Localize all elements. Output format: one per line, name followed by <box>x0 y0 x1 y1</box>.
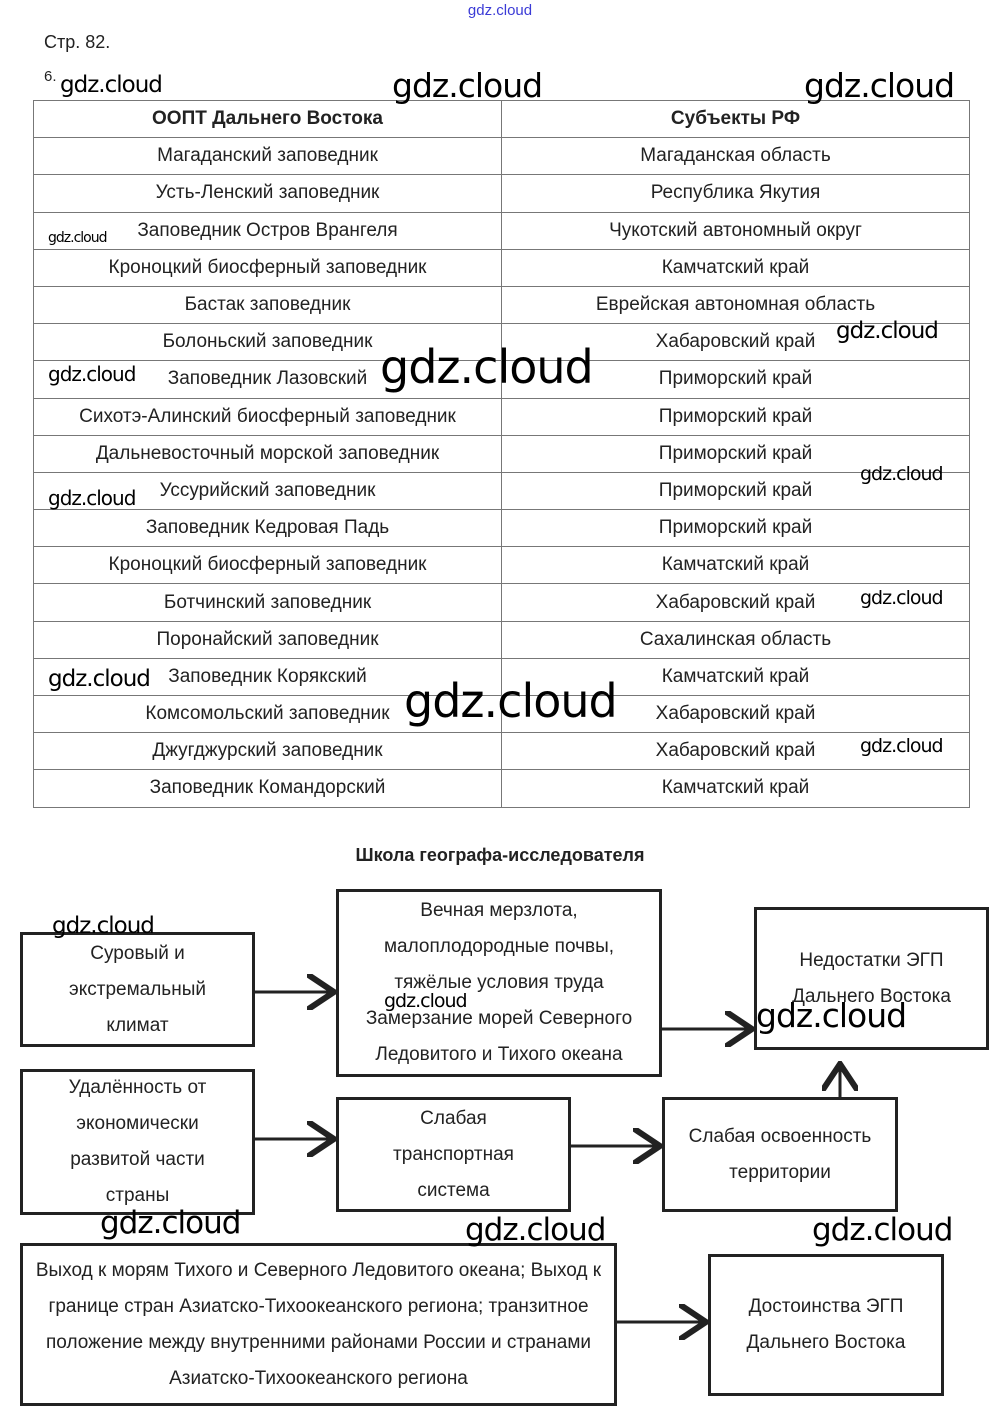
subject-cell: Приморский край <box>501 434 970 473</box>
reserve-cell: Ботчинский заповедник <box>33 583 502 622</box>
watermark: gdz.cloud <box>384 990 468 1012</box>
subject-cell: Республика Якутия <box>501 174 970 213</box>
subject-cell: Хабаровский край <box>501 732 970 771</box>
box-access: Выход к морям Тихого и Северного Ледовит… <box>20 1243 617 1406</box>
reserve-cell: Бастак заповедник <box>33 285 502 325</box>
reserves-table: ООПТ Дальнего Востока Субъекты РФ Магада… <box>33 99 970 808</box>
box-climate: Суровый и экстремальный климат <box>20 932 255 1047</box>
watermark: gdz.cloud <box>404 674 618 728</box>
subject-cell: Хабаровский край <box>501 583 970 622</box>
subject-cell: Хабаровский край <box>501 694 970 734</box>
subject-cell: Приморский край <box>501 397 970 436</box>
watermark: gdz.cloud <box>812 1212 953 1248</box>
watermark: gdz.cloud <box>860 587 944 609</box>
watermark: gdz.cloud <box>380 340 594 394</box>
watermark: gdz.cloud <box>804 66 955 105</box>
subject-cell: Приморский край <box>501 509 970 548</box>
box-advantages-text: Достоинства ЭГП Дальнего Востока <box>746 1296 906 1353</box>
box-remoteness-text: Удалённость от экономически развитой час… <box>68 1077 207 1206</box>
watermark: gdz.cloud <box>48 230 107 246</box>
task-number: 6. <box>44 68 57 85</box>
watermark: gdz.cloud <box>48 666 151 692</box>
subject-cell: Камчатский край <box>501 546 970 585</box>
reserve-cell: Уссурийский заповедник <box>33 471 502 511</box>
subject-cell: Камчатский край <box>501 769 970 808</box>
header-subject: Субъекты РФ <box>501 99 970 139</box>
watermark: gdz.cloud <box>465 1212 606 1248</box>
page-label: Стр. 82. <box>44 32 111 52</box>
watermark: gdz.cloud <box>48 486 136 510</box>
reserve-cell: Поронайский заповедник <box>33 620 502 659</box>
reserve-cell: Заповедник Остров Врангеля <box>33 211 502 250</box>
reserve-cell: Магаданский заповедник <box>33 137 502 176</box>
watermark: gdz.cloud <box>52 913 155 939</box>
watermark: gdz.cloud <box>756 996 907 1035</box>
subject-cell: Еврейская автономная область <box>501 285 970 325</box>
watermark: gdz.cloud <box>860 463 944 485</box>
diagram-title: Школа географа-исследователя <box>355 845 645 865</box>
watermark: gdz.cloud <box>100 1205 241 1241</box>
box-disadvantages-text: Недостатки ЭГП Дальнего Востока <box>792 949 951 1007</box>
box-advantages: Достоинства ЭГП Дальнего Востока <box>708 1254 944 1396</box>
watermark: gdz.cloud <box>836 318 939 344</box>
box-transport: Слабая транспортная система <box>336 1097 571 1212</box>
box-permafrost-text: Вечная мерзлота, малоплодородные почвы, … <box>365 900 633 1065</box>
box-development-text: Слабая освоенность территории <box>688 1125 872 1183</box>
reserve-cell: Дальневосточный морской заповедник <box>33 434 502 473</box>
subject-cell: Камчатский край <box>501 657 970 697</box>
box-remoteness: Удалённость от экономически развитой час… <box>20 1069 255 1215</box>
reserve-cell: Болоньский заповедник <box>33 323 502 362</box>
subject-cell: Приморский край <box>501 360 970 399</box>
reserve-cell: Усть-Ленский заповедник <box>33 174 502 213</box>
subject-cell: Чукотский автономный округ <box>501 211 970 250</box>
reserve-cell: Сихотэ-Алинский биосферный заповедник <box>33 397 502 436</box>
box-transport-text: Слабая транспортная система <box>393 1107 514 1201</box>
reserve-cell: Заповедник Лазовский <box>33 360 502 399</box>
box-development: Слабая освоенность территории <box>662 1097 898 1212</box>
box-climate-text: Суровый и экстремальный климат <box>69 942 206 1036</box>
watermark: gdz.cloud <box>392 66 543 105</box>
subject-cell: Сахалинская область <box>501 620 970 659</box>
top-watermark: gdz.cloud <box>467 2 533 19</box>
header-reserve: ООПТ Дальнего Востока <box>33 99 502 139</box>
box-access-text: Выход к морям Тихого и Северного Ледовит… <box>35 1259 602 1389</box>
box-disadvantages: Недостатки ЭГП Дальнего Востока <box>754 907 989 1050</box>
reserve-cell: Кроноцкий биосферный заповедник <box>33 248 502 287</box>
reserve-cell: Кроноцкий биосферный заповедник <box>33 546 502 585</box>
box-permafrost: Вечная мерзлота, малоплодородные почвы, … <box>336 889 662 1077</box>
watermark: gdz.cloud <box>60 72 163 98</box>
watermark: gdz.cloud <box>48 362 136 386</box>
watermark: gdz.cloud <box>860 735 944 757</box>
table-header-row: ООПТ Дальнего Востока Субъекты РФ <box>33 99 970 139</box>
reserve-cell: Заповедник Командорский <box>33 769 502 808</box>
subject-cell: Магаданская область <box>501 137 970 176</box>
reserve-cell: Джугджурский заповедник <box>33 732 502 771</box>
